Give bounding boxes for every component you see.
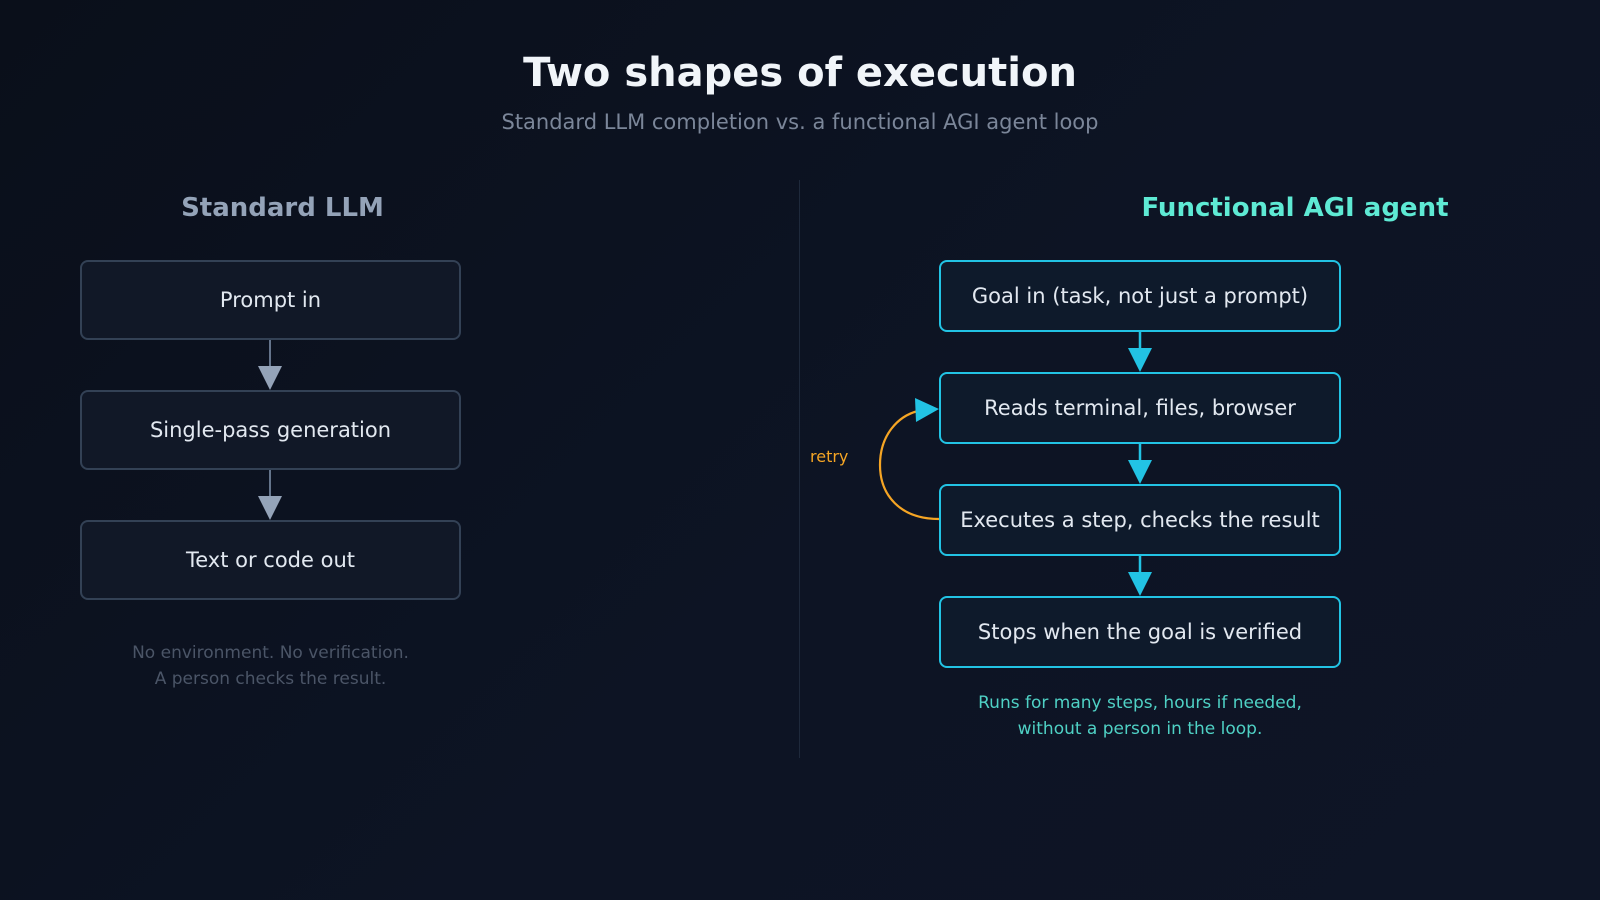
functional-agent-note-line-2: without a person in the loop.: [1017, 719, 1263, 739]
retry-loop-label: retry: [810, 447, 849, 466]
llm-arrow-2: [258, 470, 282, 520]
llm-arrow-1: [258, 340, 282, 390]
page-title: Two shapes of execution: [523, 50, 1077, 96]
agent-step-goal-in: Goal in (task, not just a prompt): [939, 260, 1341, 332]
llm-step-single-pass-generation: Single-pass generation: [80, 390, 461, 470]
page-subtitle: Standard LLM completion vs. a functional…: [501, 110, 1099, 134]
agent-arrow-2: [1128, 444, 1152, 484]
functional-agent-note-line-1: Runs for many steps, hours if needed,: [978, 693, 1302, 713]
agent-step-executes-and-checks: Executes a step, checks the result: [939, 484, 1341, 556]
standard-llm-note: No environment. No verification. A perso…: [80, 640, 461, 692]
llm-step-text-or-code-out: Text or code out: [80, 520, 461, 600]
agent-arrow-3: [1128, 556, 1152, 596]
standard-llm-heading: Standard LLM: [181, 193, 384, 223]
retry-loop-arrow: [878, 398, 940, 521]
column-divider: [799, 180, 800, 758]
agent-step-reads-environment: Reads terminal, files, browser: [939, 372, 1341, 444]
standard-llm-note-line-1: No environment. No verification.: [132, 643, 409, 663]
agent-arrow-1: [1128, 332, 1152, 372]
agent-step-stops-when-verified: Stops when the goal is verified: [939, 596, 1341, 668]
llm-step-prompt-in: Prompt in: [80, 260, 461, 340]
functional-agent-note: Runs for many steps, hours if needed, wi…: [920, 690, 1360, 742]
functional-agi-agent-heading: Functional AGI agent: [1141, 193, 1449, 223]
standard-llm-note-line-2: A person checks the result.: [154, 669, 387, 689]
